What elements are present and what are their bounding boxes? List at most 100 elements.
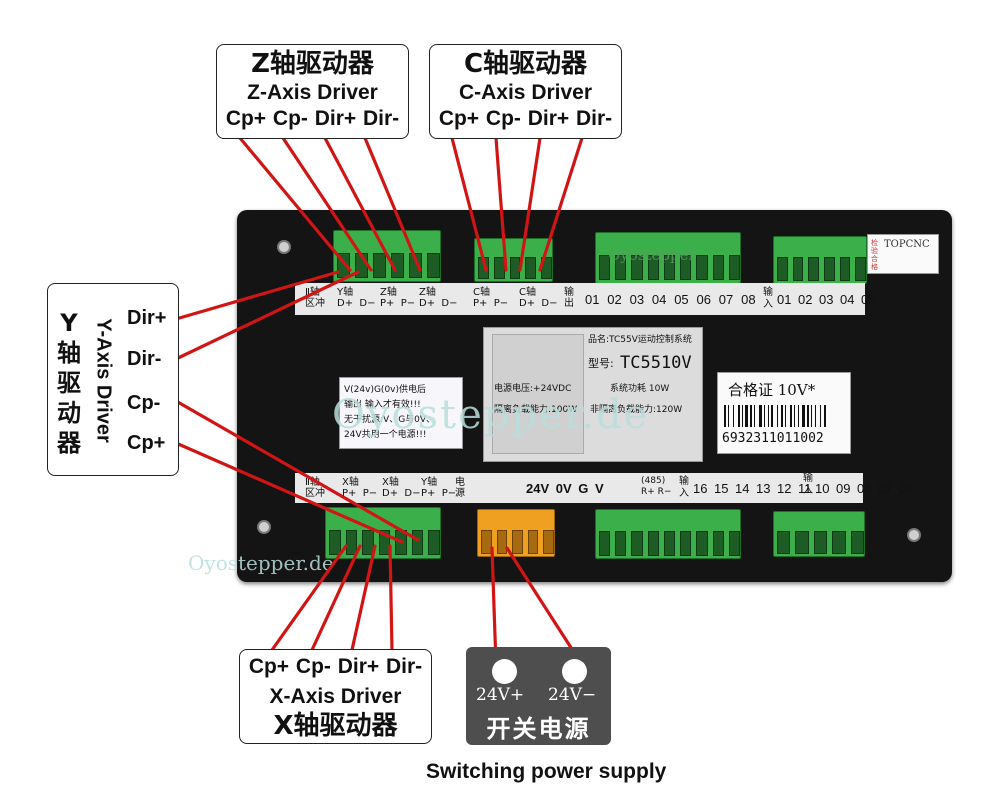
rs485-label: (485) R+ R− <box>641 476 672 497</box>
barcode-bar <box>798 405 800 427</box>
input-number: 14 <box>735 481 750 496</box>
wire <box>323 136 397 272</box>
warning-line: V(24v)G(0v)供电后 <box>344 385 427 395</box>
terminal-screw-slot <box>329 529 341 556</box>
input-number: 04 <box>840 292 855 307</box>
output-number: 08 <box>741 292 756 307</box>
terminal-label: Z轴 D+ D− <box>419 287 458 309</box>
power-supply-caption: Switching power supply <box>426 760 667 783</box>
c-axis-driver-box: C轴驱动器 C-Axis Driver Cp+ Cp- Dir+ Dir- <box>429 44 622 139</box>
barcode <box>724 405 842 427</box>
terminal-screw-slot <box>696 531 708 556</box>
terminal-screw-slot <box>493 257 505 280</box>
barcode-bar <box>806 405 809 427</box>
terminal-screw-slot <box>728 531 740 556</box>
ps-title-cn: 开关电源 <box>486 715 591 743</box>
terminal-screw-slot <box>345 529 358 556</box>
terminal-screw-slot <box>647 531 659 556</box>
terminal-screw-slot <box>712 531 724 556</box>
input-number: 12 <box>777 481 792 496</box>
mount-screw <box>907 528 921 542</box>
input-number: 08 <box>857 481 872 496</box>
terminal-screw-slot <box>824 257 835 281</box>
barcode-bar <box>763 405 765 427</box>
warning-line: 无干扰源:V、G与0V、 <box>344 415 436 425</box>
terminal-screw-slot <box>496 530 508 554</box>
terminal-screw-slot <box>373 252 386 279</box>
input-number: 07 <box>878 481 893 496</box>
barcode-bar <box>820 405 822 427</box>
terminal-screw-slot <box>631 531 643 556</box>
terminal-screw-slot <box>663 531 676 556</box>
terminal-screw-slot <box>712 254 724 281</box>
warning-sticker: V(24v)G(0v)供电后输出 输入才有效!!!无干扰源:V、G与0V、24V… <box>339 377 463 449</box>
terminal-label: 输 出 <box>564 287 574 309</box>
c-driver-pins: Cp+ Cp- Dir+ Dir- <box>438 107 613 130</box>
wire <box>388 544 394 652</box>
wire <box>538 136 584 272</box>
terminal-screw-slot <box>850 531 864 554</box>
barcode-bar <box>811 405 812 427</box>
terminal-label: X轴 D+ D− <box>382 477 421 499</box>
input-label-mid: 输 入 <box>679 476 689 499</box>
barcode-bar <box>784 405 786 427</box>
input-number: 02 <box>798 292 813 307</box>
terminal-screw-slot <box>777 531 791 554</box>
barcode-bar <box>780 405 783 427</box>
z-driver-title-cn: Z轴驱动器 <box>251 49 374 79</box>
non-isolated-load: 非隔离负载能力:120W <box>590 405 683 415</box>
terminal-screw-slot <box>663 254 676 281</box>
barcode-bar <box>801 405 805 427</box>
barcode-bar <box>750 405 753 427</box>
wire <box>281 136 373 272</box>
isolated-load: 隔离负载能力:100W <box>494 405 578 415</box>
terminal-screw-slot <box>512 530 523 554</box>
terminal-block-c <box>474 238 553 282</box>
terminal-screw-slot <box>647 254 659 281</box>
wire <box>270 544 348 652</box>
terminal-screw-slot <box>615 254 627 281</box>
y-pin-cp-plus: Cp+ <box>127 432 166 454</box>
inspection-stamp: 检验合格 <box>871 239 878 271</box>
input-number: 16 <box>693 481 708 496</box>
input-label: 输 入 <box>763 287 773 310</box>
y-pin-cp-minus: Cp- <box>127 392 161 414</box>
model-number: TC5510V <box>620 353 692 373</box>
x-driver-pins: Cp+ Cp- Dir+ Dir- <box>248 655 423 678</box>
ps-plus-label: 24V+ <box>476 685 525 705</box>
certificate-sticker: 合格证 10V* 6932311011002 <box>717 372 851 454</box>
terminal-screw-slot <box>362 529 374 556</box>
barcode-bar <box>754 405 756 427</box>
watermark: Oyostepper.de <box>332 392 650 438</box>
wire <box>518 136 542 272</box>
terminal-screw-slot <box>696 254 708 281</box>
ps-minus-label: 24V− <box>548 685 597 705</box>
brand-sticker: TOPCNC 检验合格 <box>867 234 939 274</box>
input-number: 10 <box>815 481 830 496</box>
barcode-bar <box>768 405 769 427</box>
watermark: Oyostepper <box>608 246 696 264</box>
terminal-screw-slot <box>543 530 554 554</box>
terminal-plus-icon <box>492 659 517 684</box>
input-number: 09 <box>836 481 851 496</box>
input-number: 03 <box>819 292 834 307</box>
terminal-screw-slot <box>378 529 391 556</box>
x-driver-title-cn: X轴驱动器 <box>273 711 398 741</box>
warning-line: 输出 输入才有效!!! <box>344 400 421 410</box>
terminal-screw-slot <box>615 531 627 556</box>
terminal-screw-slot <box>680 531 692 556</box>
x-axis-driver-box: Cp+ Cp- Dir+ Dir- X-Axis Driver X轴驱动器 <box>239 649 432 744</box>
terminal-screw-slot <box>680 254 692 281</box>
terminal-screw-slot <box>839 257 851 281</box>
wire <box>505 546 579 659</box>
z-axis-driver-box: Z轴驱动器 Z-Axis Driver Cp+ Cp- Dir+ Dir- <box>216 44 409 139</box>
terminal-screw-slot <box>409 252 422 279</box>
wire <box>174 441 404 544</box>
terminal-screw-slot <box>855 257 866 281</box>
input-number: 13 <box>756 481 771 496</box>
wire <box>494 136 508 272</box>
barcode-bar <box>790 405 792 427</box>
